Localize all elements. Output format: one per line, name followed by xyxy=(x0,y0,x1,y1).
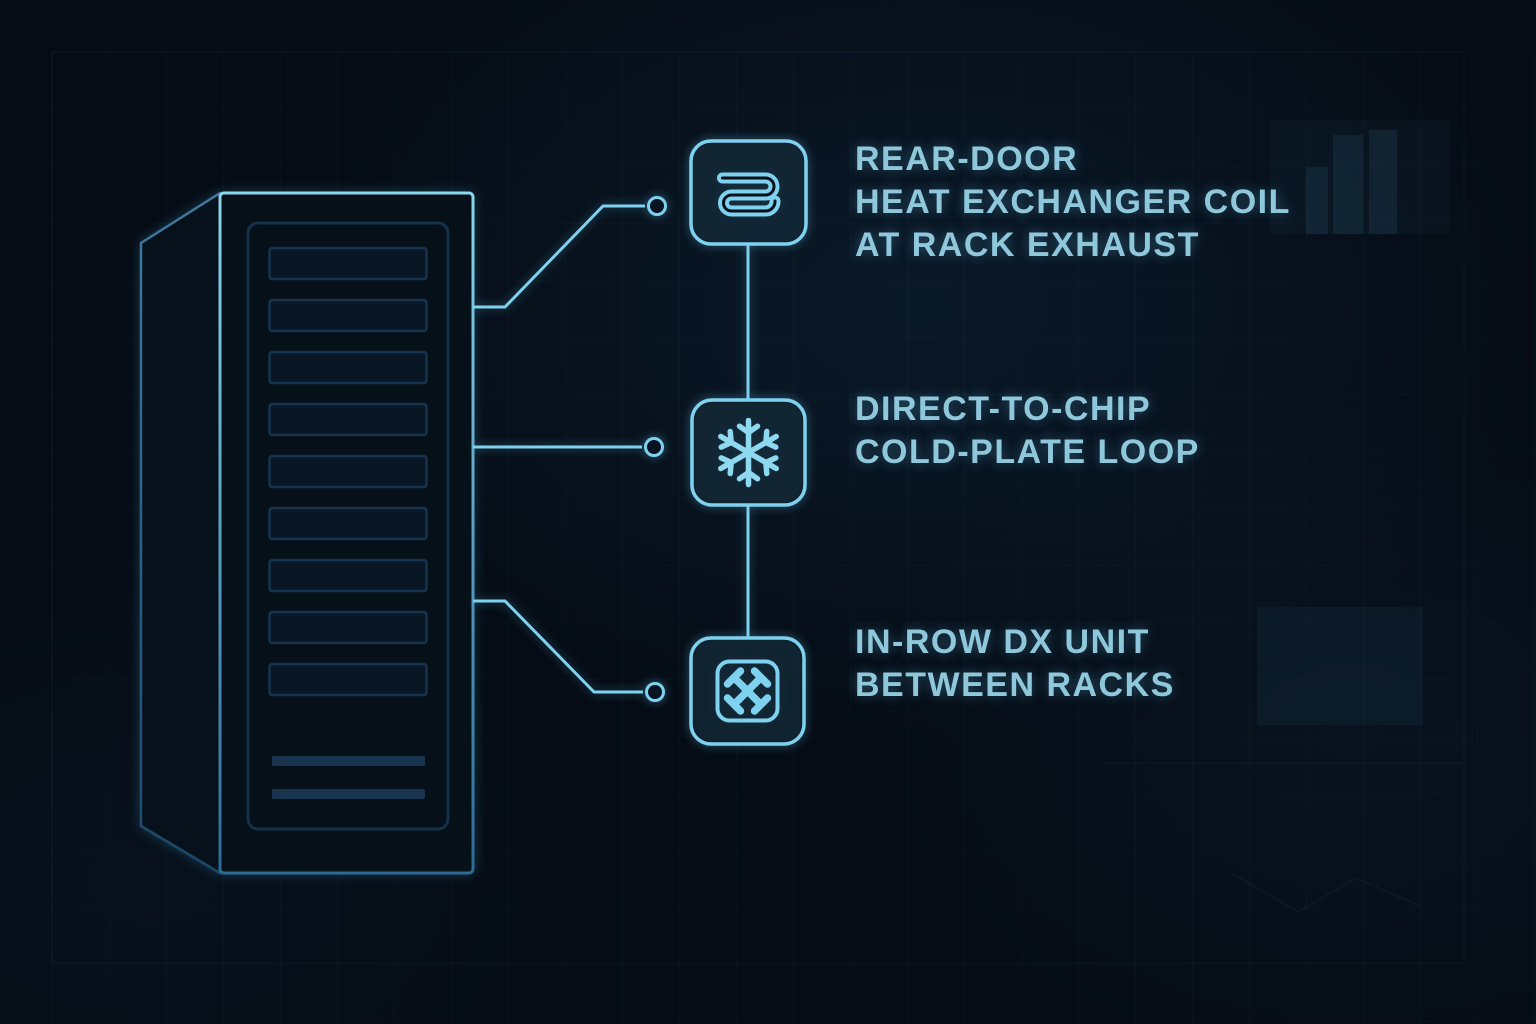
label-direct-to-chip: DIRECT-TO-CHIP COLD-PLATE LOOP xyxy=(855,388,1200,474)
ghost-bar xyxy=(1306,167,1328,234)
connector-node-3 xyxy=(645,682,665,702)
label-line: BETWEEN RACKS xyxy=(855,666,1175,704)
connector-node-1 xyxy=(647,196,667,216)
heat-exchanger-coil-icon xyxy=(717,172,781,217)
label-line: DIRECT-TO-CHIP xyxy=(855,390,1152,428)
label-line: AT RACK EXHAUST xyxy=(855,226,1200,264)
rack-slot xyxy=(268,350,428,385)
ghost-bar xyxy=(1369,130,1397,234)
label-in-row-dx: IN-ROW DX UNIT BETWEEN RACKS xyxy=(855,621,1175,707)
icon-tiles xyxy=(689,139,808,746)
rack-slots xyxy=(268,246,428,697)
label-rear-door-heat-exchanger: REAR-DOOR HEAT EXCHANGER COIL AT RACK EX… xyxy=(855,138,1291,267)
ghost-bar xyxy=(1333,135,1363,234)
rack-slot xyxy=(268,246,428,281)
crossed-tools-inner-frame xyxy=(715,659,780,723)
connector-line-3 xyxy=(473,599,643,694)
rack-slot xyxy=(268,558,428,593)
connectors xyxy=(473,196,750,702)
rack-slot xyxy=(268,402,428,437)
rack-slot xyxy=(268,454,428,489)
crossed-tools-icon xyxy=(715,659,780,723)
ghost-rect xyxy=(1257,607,1423,725)
rack-side-panel xyxy=(139,191,222,875)
rack-slot xyxy=(268,506,428,541)
label-line: HEAT EXCHANGER COIL xyxy=(855,183,1291,221)
rack-front-panel xyxy=(218,191,475,875)
rack-inner-frame xyxy=(246,221,450,831)
background-decor xyxy=(51,51,1465,964)
rack-slot xyxy=(268,662,428,697)
ghost-chart-panel xyxy=(1270,120,1450,234)
connector-node-2 xyxy=(644,437,664,457)
rack-vent-bar xyxy=(272,756,425,766)
connector-line-1 xyxy=(473,204,645,309)
rack-slot xyxy=(268,610,428,645)
label-line: IN-ROW DX UNIT xyxy=(855,623,1150,661)
snowflake-icon xyxy=(718,417,779,488)
label-line: REAR-DOOR xyxy=(855,140,1079,178)
rack-vent-bar xyxy=(272,789,425,799)
ghost-frame xyxy=(51,51,1465,964)
server-rack xyxy=(139,191,475,875)
label-line: COLD-PLATE LOOP xyxy=(855,433,1200,471)
rack-slot xyxy=(268,298,428,333)
ghost-zigzag xyxy=(1229,871,1421,914)
